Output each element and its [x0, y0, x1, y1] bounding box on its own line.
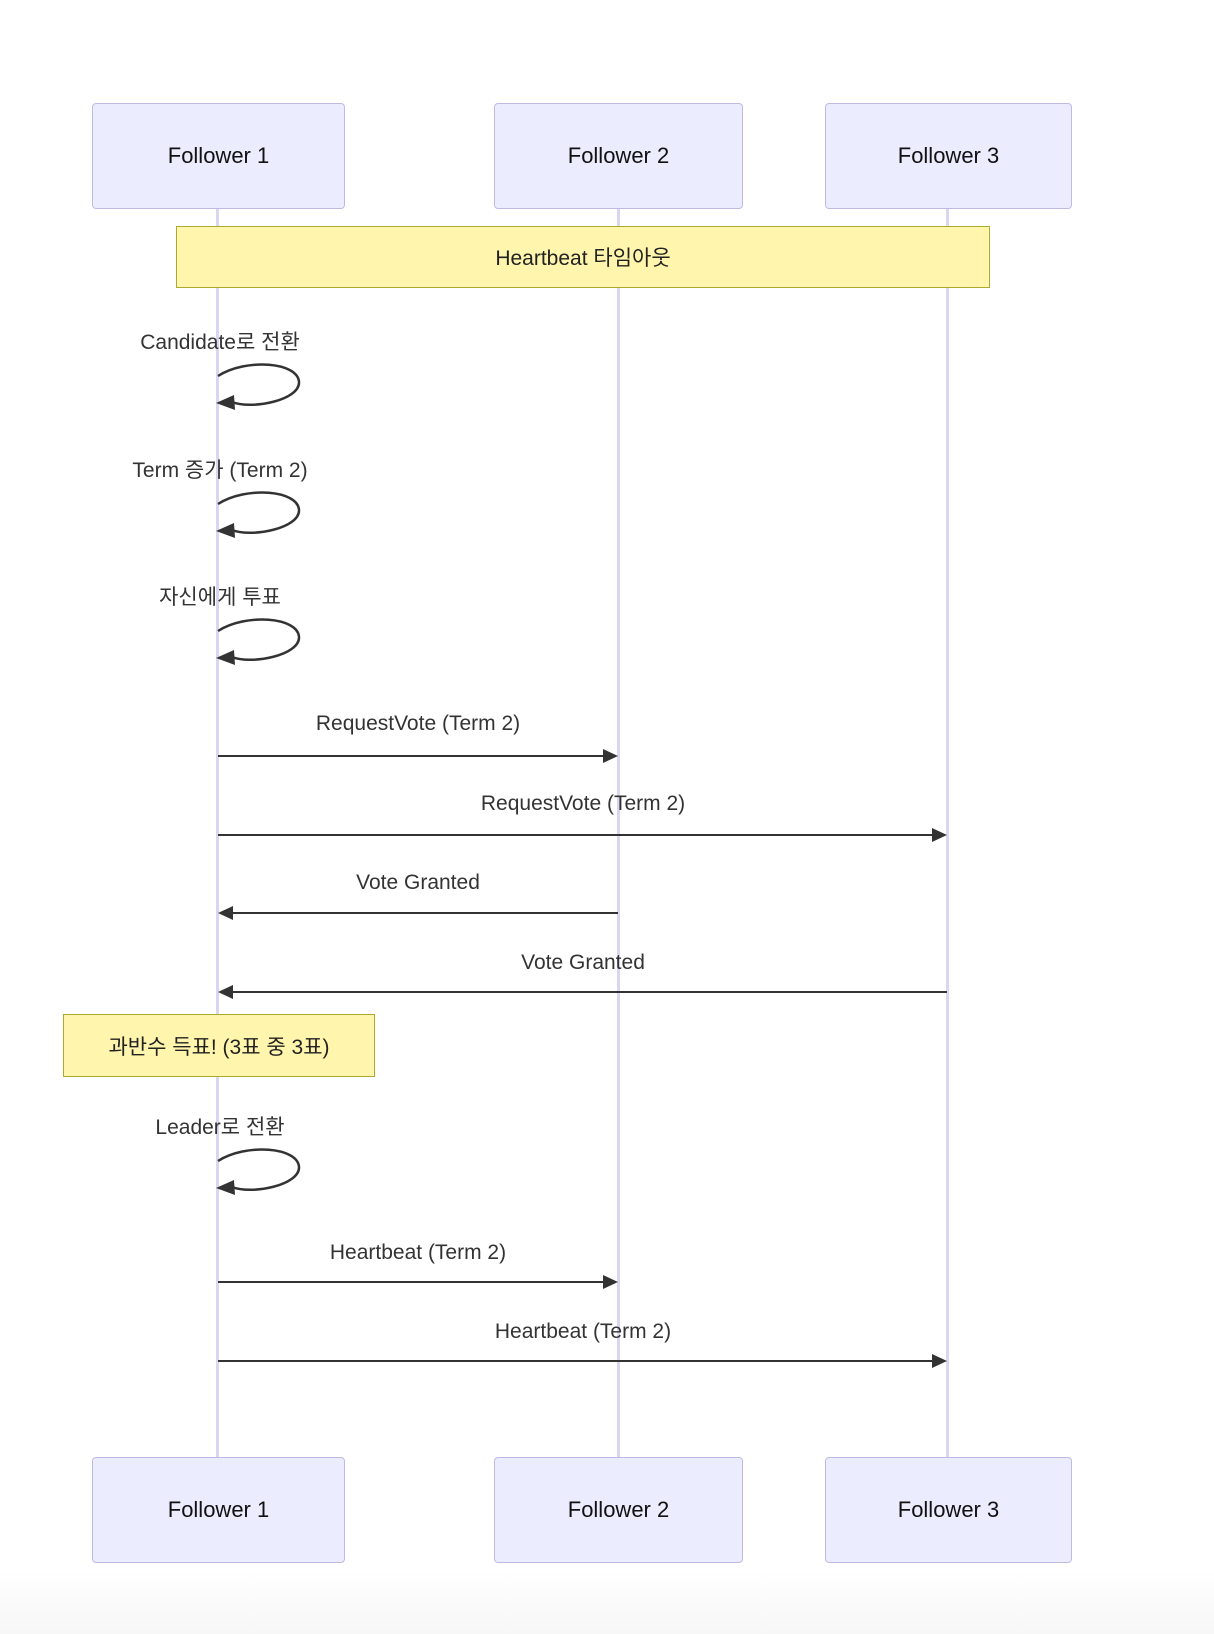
actor-label: Follower 1 — [167, 143, 270, 168]
message-label: RequestVote (Term 2) — [480, 792, 686, 815]
message-label: RequestVote (Term 2) — [315, 712, 521, 735]
self-message-label: 자신에게 투표 — [159, 586, 281, 609]
arrowhead-icon — [218, 985, 233, 999]
note-heartbeat-timeout: Heartbeat 타임아웃 — [176, 226, 990, 288]
actor-top-follower-3: Follower 3 — [825, 103, 1072, 209]
message-label: Heartbeat (Term 2) — [329, 1241, 507, 1264]
message-label: Vote Granted — [521, 951, 645, 974]
actor-bottom-follower-2: Follower 2 — [494, 1457, 743, 1563]
actor-top-follower-2: Follower 2 — [494, 103, 743, 209]
lifeline-follower-3 — [946, 209, 949, 1457]
actor-label: Follower 3 — [897, 143, 1000, 168]
self-message-label: Leader로 전환 — [155, 1116, 285, 1139]
self-loop-arrow-icon — [216, 618, 301, 665]
actor-label: Follower 2 — [567, 1497, 670, 1522]
actor-label: Follower 2 — [567, 143, 670, 168]
note-text: Heartbeat 타임아웃 — [495, 247, 671, 270]
message-arrow — [231, 912, 618, 914]
message-arrow — [218, 1281, 605, 1283]
arrowhead-icon — [932, 828, 947, 842]
page-bottom-gradient — [0, 1570, 1214, 1634]
arrowhead-icon — [603, 749, 618, 763]
arrowhead-icon — [218, 906, 233, 920]
actor-label: Follower 3 — [897, 1497, 1000, 1522]
message-arrow — [218, 834, 934, 836]
message-arrow — [218, 1360, 934, 1362]
self-message-label: Term 증가 (Term 2) — [132, 459, 308, 482]
self-loop-arrow-icon — [216, 1148, 301, 1195]
message-label: Heartbeat (Term 2) — [494, 1320, 672, 1343]
self-loop-arrow-icon — [216, 363, 301, 410]
actor-bottom-follower-3: Follower 3 — [825, 1457, 1072, 1563]
message-arrow — [218, 755, 605, 757]
lifeline-follower-1 — [216, 209, 219, 1457]
actor-bottom-follower-1: Follower 1 — [92, 1457, 345, 1563]
message-label: Vote Granted — [356, 871, 480, 894]
self-message-label: Candidate로 전환 — [140, 331, 300, 354]
self-loop-arrow-icon — [216, 491, 301, 538]
actor-label: Follower 1 — [167, 1497, 270, 1522]
note-majority-votes: 과반수 득표! (3표 중 3표) — [63, 1014, 375, 1077]
note-text: 과반수 득표! (3표 중 3표) — [108, 1035, 330, 1059]
actor-top-follower-1: Follower 1 — [92, 103, 345, 209]
arrowhead-icon — [603, 1275, 618, 1289]
message-arrow — [231, 991, 947, 993]
arrowhead-icon — [932, 1354, 947, 1368]
lifeline-follower-2 — [617, 209, 620, 1457]
